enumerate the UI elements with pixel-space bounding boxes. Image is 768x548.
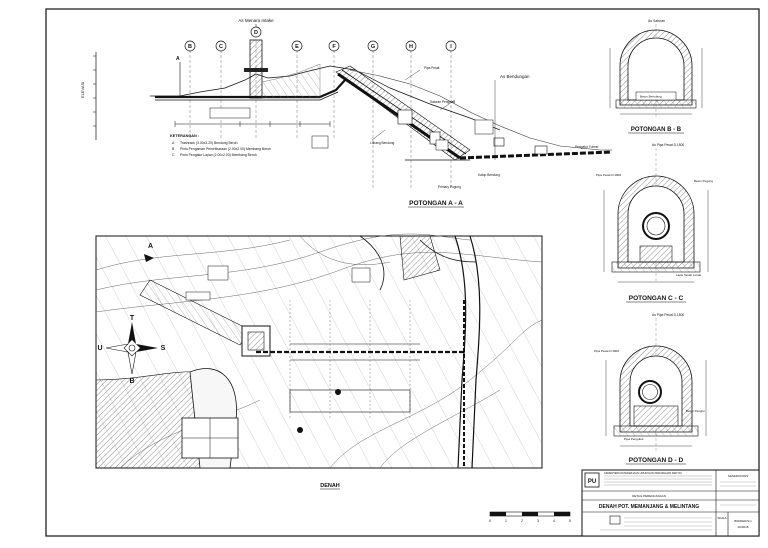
axis-marker-g: G (371, 44, 375, 50)
section-marker-a: A (176, 56, 180, 62)
bb-note: Beton Bertulang (640, 95, 662, 99)
scale-tick-1: 1 (505, 519, 507, 523)
plan-section-marker-a: A (148, 243, 153, 250)
plan-title: DENAH (320, 483, 340, 489)
scale-bar: 0 1 2 3 4 5 (489, 511, 571, 523)
scale-tick-0: 0 (489, 519, 491, 523)
section-cc-title: POTONGAN C - C (629, 295, 684, 302)
section-cc: As Pipa Pesat D.1800 Pipa Pesat D.1800 B… (596, 143, 713, 303)
intake-label: As Menara Intake (238, 18, 274, 23)
aa-note-4: Primary Pugung (438, 185, 461, 189)
scale-tick-5: 5 (569, 519, 571, 523)
section-bb-title: POTONGAN B - B (631, 127, 682, 133)
axis-marker-i: I (450, 44, 452, 50)
scale-tick-3: 3 (537, 519, 539, 523)
revision-header: GENERATIONS (728, 474, 748, 478)
sheet-code: 02/2018 (738, 525, 749, 529)
scale-tick-4: 4 (553, 519, 555, 523)
section-dd: As Pipa Pesat D.1800 Pipa Pesat D.1800 B… (594, 313, 707, 465)
bb-axis-label: As Saluran (648, 19, 665, 23)
section-bb: As Saluran Beton Bertulang POTONGAN B - … (609, 19, 703, 134)
aa-note-2: Saluran Pengelak (430, 100, 456, 104)
cc-note-3: Beton Pugung (694, 179, 713, 183)
dd-note-2: Pipa Pesat D.1800 (594, 349, 619, 353)
axis-marker-f: F (332, 44, 336, 50)
south-label: B (129, 378, 134, 385)
legend-title: KETERANGAN : (170, 134, 199, 138)
drawing-title: DENAH POT. MEMANJANG & MELINTANG (599, 504, 699, 510)
axis-marker-h: H (409, 44, 413, 50)
aa-note-5: Pengatur Tunnel (575, 145, 599, 149)
axis-marker-c: C (219, 44, 223, 50)
aa-note-3: Lubang Bendung (370, 141, 395, 145)
dd-note-3: Beton Pengisi (686, 409, 705, 413)
section-dd-title: POTONGAN D - D (629, 457, 684, 464)
north-label: T (130, 315, 135, 322)
aa-note-6: Katup Bendung (478, 173, 500, 177)
legend-item-c: Pintu Pengatur Layan (2.00x2.00) Membang… (180, 153, 257, 157)
sheet-number: BW/DED/Sm (734, 519, 752, 523)
stage-text: DETAIL PERENCANAAN (632, 494, 666, 498)
plan-view: A T U S B DENAH (95, 233, 543, 490)
title-block: PU KEMENTERIAN PEKERJAAN UMUM DAN PERUMA… (581, 469, 760, 537)
section-aa-title: POTONGAN A - A (409, 200, 463, 207)
legend-item-b: Pintu Pengaman Pemeliharaan (2.00x2.00) … (180, 147, 271, 151)
axis-marker-b: B (188, 44, 192, 50)
legend-code-c: C (172, 153, 175, 157)
axis-marker-e: E (295, 44, 299, 50)
cc-note-1: As Pipa Pesat D.1800 (652, 143, 684, 147)
org-text: KEMENTERIAN PEKERJAAN UMUM DAN PERUMAHAN… (604, 471, 682, 475)
pu-logo-text: PU (588, 479, 596, 485)
east-label: S (161, 345, 166, 352)
west-label: U (97, 345, 102, 352)
dd-note-4: Pipa Pengukur (624, 437, 644, 441)
axis-marker-d: D (254, 30, 258, 36)
pu-logo (584, 472, 600, 488)
legend-code-b: B (172, 147, 175, 151)
legend-item-a: Trashrack (3.00x3.20) Bendung Beruh (180, 141, 238, 145)
cc-note-2: Pipa Pesat D.1800 (596, 173, 621, 177)
legend-code-a: A (172, 141, 175, 145)
section-aa: ELEVASI B C D E F G H I (80, 18, 613, 208)
cc-note-4: Lapis Tanah Lunak (676, 273, 702, 277)
scale-tick-2: 2 (521, 519, 523, 523)
north-arrow (105, 322, 158, 375)
aa-note-1: Pipa Pesat (424, 66, 440, 70)
svg-text:ELEVASI: ELEVASI (80, 82, 85, 98)
scale-text: SKALA (717, 516, 726, 520)
bendungan-label: As Bendungan (500, 74, 530, 79)
dd-note-1: As Pipa Pesat D.1800 (652, 313, 684, 317)
